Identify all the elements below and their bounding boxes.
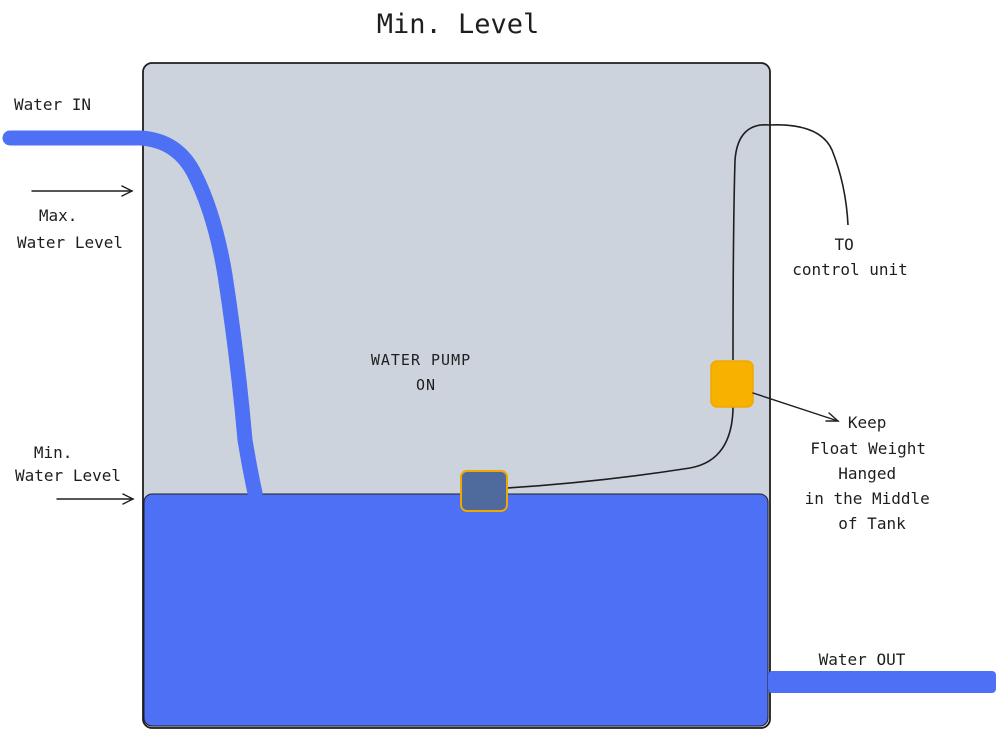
- float-pointer-arrow: [752, 392, 840, 422]
- outlet-pipe: [768, 671, 996, 693]
- float-wire-high: [732, 124, 849, 361]
- float-low: [460, 470, 508, 512]
- float-wire-low: [506, 399, 734, 489]
- water-out-label: Water OUT: [819, 650, 906, 669]
- keep-float-label: Keep Float Weight Hanged in the Middle o…: [805, 413, 940, 533]
- max-level-arrow: [31, 185, 134, 197]
- to-control-unit-label: TO control unit: [792, 235, 908, 279]
- inlet-pipe: [2, 130, 263, 501]
- pump-status-label: WATER PUMP ON: [371, 351, 481, 394]
- diagram-title: Min. Level: [377, 9, 540, 40]
- min-level-arrow: [56, 493, 135, 505]
- max-level-label: Max. Water Level: [17, 206, 123, 252]
- float-high: [710, 360, 754, 408]
- water-body: [143, 493, 769, 727]
- water-in-label: Water IN: [14, 95, 91, 114]
- min-level-label: Min. Water Level: [15, 443, 121, 485]
